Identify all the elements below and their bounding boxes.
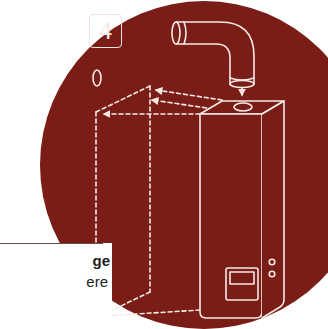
flue-elbow — [172, 22, 254, 95]
step-number: 4 — [99, 18, 112, 44]
panel-rule — [0, 243, 103, 244]
step-number-box: 4 — [89, 14, 122, 48]
side-panel — [0, 243, 112, 329]
cut-off-text: ere — [86, 273, 108, 291]
cut-off-heading: ge — [92, 252, 110, 270]
washer — [93, 70, 101, 86]
boiler — [200, 101, 284, 318]
